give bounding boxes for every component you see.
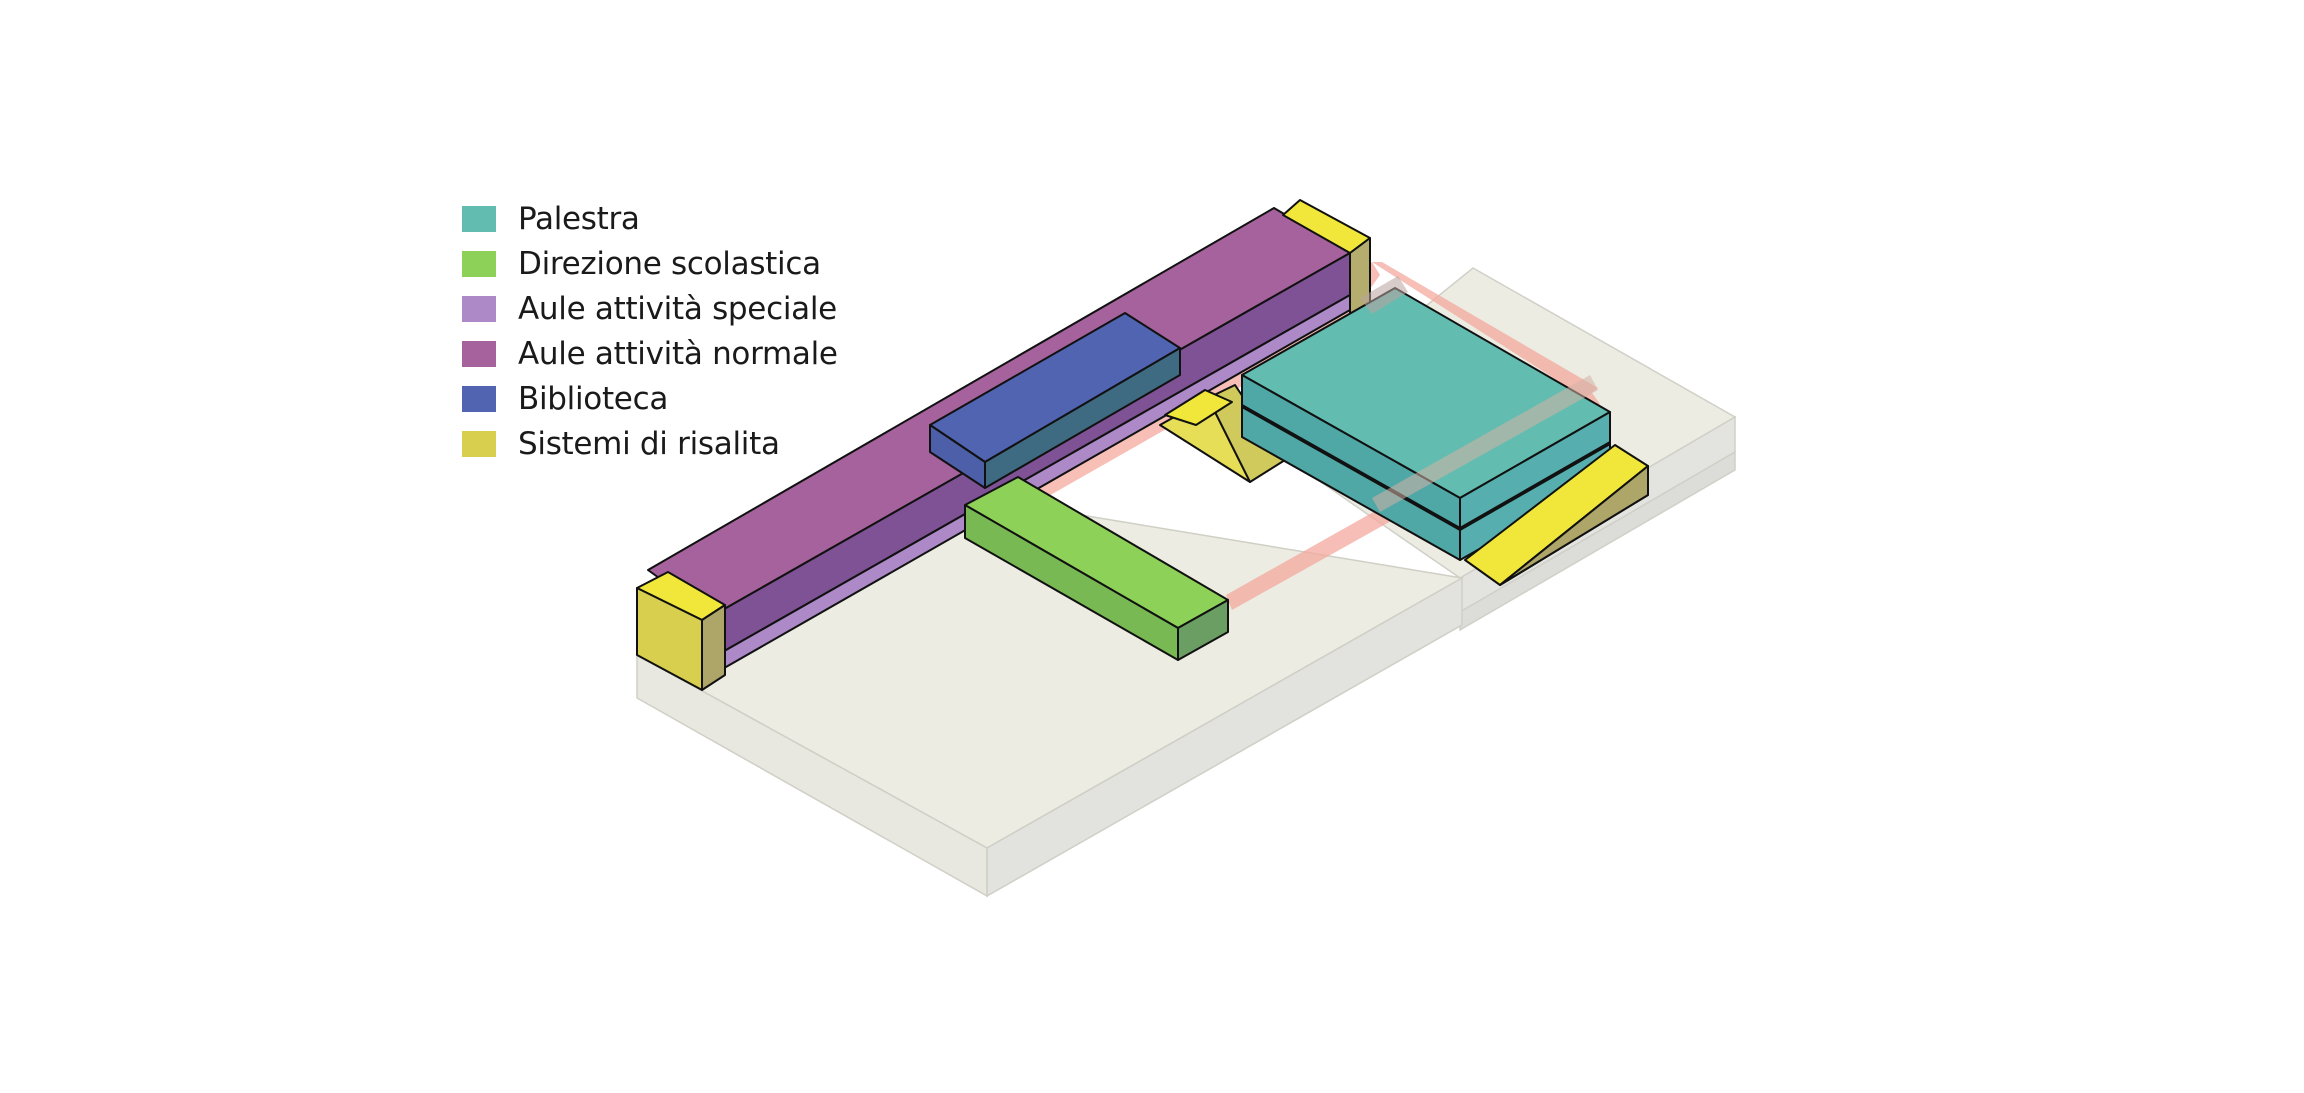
block-direzione: [964, 476, 1229, 661]
risalita-ramp-right: [1464, 444, 1649, 586]
legend-label-risalita: Sistemi di risalita: [518, 425, 780, 462]
direzione-side: [1177, 599, 1229, 661]
legend-item-biblioteca: Biblioteca: [462, 376, 882, 421]
block-biblioteca: [929, 312, 1181, 489]
legend-label-palestra: Palestra: [518, 200, 640, 237]
legend-item-aule-speciale: Aule attività speciale: [462, 286, 882, 331]
legend-swatch-biblioteca: [462, 385, 496, 412]
biblioteca-side: [984, 347, 1181, 489]
base-slab-side: [986, 576, 1463, 898]
ramp-mid-cap: [1164, 389, 1233, 426]
legend-item-aule-normale: Aule attività normale: [462, 331, 882, 376]
legend-swatch-aule-speciale: [462, 295, 496, 322]
palestra-mid-line: [1241, 404, 1611, 531]
risalita-left-side: [701, 604, 726, 691]
legend-label-aule-normale: Aule attività normale: [518, 335, 838, 372]
legend-swatch-palestra: [462, 205, 496, 232]
walkway-overlay: [1360, 276, 1598, 512]
legend-item-palestra: Palestra: [462, 196, 882, 241]
legend-swatch-aule-normale: [462, 340, 496, 367]
block-palestra: [1241, 287, 1611, 561]
legend-swatch-risalita: [462, 430, 496, 457]
risalita-left: [636, 571, 726, 691]
walkway-over-palestra-rear: [1360, 276, 1408, 314]
legend-label-biblioteca: Biblioteca: [518, 380, 669, 417]
risalita-ramp-mid: [1159, 384, 1286, 483]
legend-label-direzione: Direzione scolastica: [518, 245, 821, 282]
legend-item-direzione: Direzione scolastica: [462, 241, 882, 286]
legend-swatch-direzione: [462, 250, 496, 277]
walkway-over-palestra-front: [1372, 375, 1598, 512]
legend-item-risalita: Sistemi di risalita: [462, 421, 882, 466]
legend-label-aule-speciale: Aule attività speciale: [518, 290, 837, 327]
walkway-top-segment: [1372, 262, 1598, 398]
ramp-right-face: [1499, 465, 1649, 586]
